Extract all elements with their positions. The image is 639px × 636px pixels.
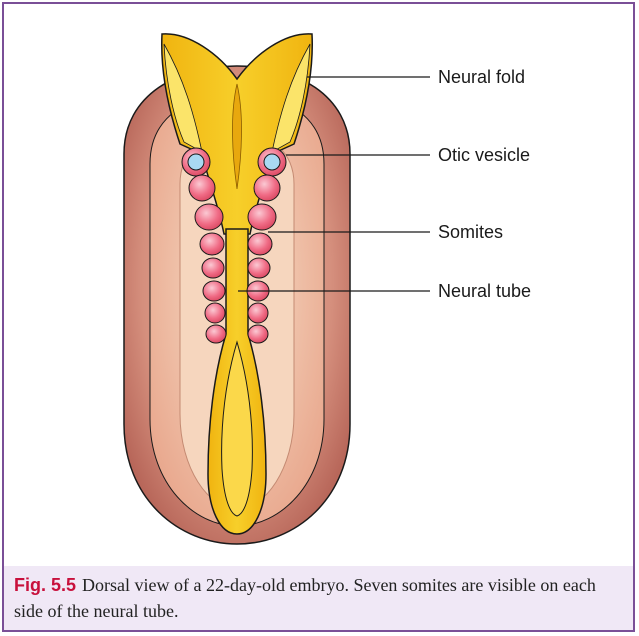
otic-vesicle-left (182, 148, 210, 176)
label-otic-vesicle: Otic vesicle (438, 145, 530, 165)
embryo-diagram: Neural fold Otic vesicle Somites Neural … (4, 4, 633, 566)
caption-text: Dorsal view of a 22-day-old embryo. Seve… (14, 575, 596, 621)
otic-vesicle-right (258, 148, 286, 176)
label-neural-fold: Neural fold (438, 67, 525, 87)
label-somites: Somites (438, 222, 503, 242)
figure-number: Fig. 5.5 (14, 575, 76, 595)
embryo-illustration: Neural fold Otic vesicle Somites Neural … (4, 4, 633, 566)
label-neural-tube: Neural tube (438, 281, 531, 301)
